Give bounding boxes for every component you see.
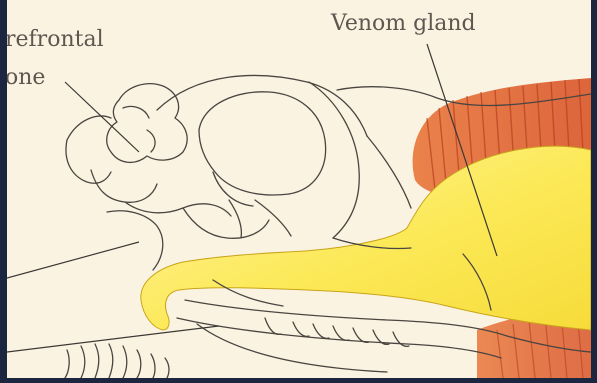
prefrontal-label-line1: refrontal [7, 27, 104, 52]
venom-gland [141, 146, 591, 330]
leader-left-lower [7, 326, 219, 352]
snake-skull-diagram: Venom gland refrontal one [7, 0, 591, 378]
leader-prefrontal [65, 82, 139, 152]
prefrontal-label-line2: one [7, 65, 45, 90]
venom-gland-label: Venom gland [330, 11, 476, 36]
illustration-paper: Venom gland refrontal one [7, 0, 591, 378]
leader-left-upper [7, 242, 139, 278]
